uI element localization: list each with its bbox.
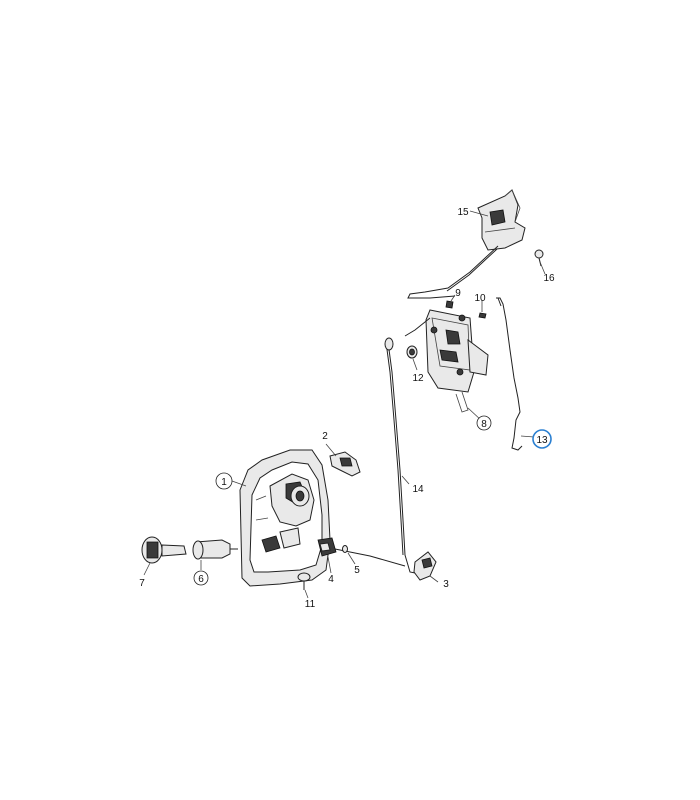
callout-6[interactable]: 6 bbox=[193, 570, 209, 586]
callout-13-label: 13 bbox=[536, 435, 548, 446]
callout-9-label: 9 bbox=[455, 288, 461, 299]
part-12-bushing bbox=[406, 345, 418, 359]
part-5-spring bbox=[342, 545, 348, 553]
part-11-bolt bbox=[297, 572, 311, 590]
callout-12-label: 12 bbox=[412, 373, 424, 384]
callout-1-label: 1 bbox=[221, 477, 227, 488]
part-16-screw bbox=[534, 249, 544, 267]
callout-16-label: 16 bbox=[543, 273, 555, 284]
leader-lines bbox=[143, 210, 546, 599]
callout-9[interactable]: 9 bbox=[455, 288, 461, 299]
callout-11-label: 11 bbox=[305, 599, 316, 610]
callout-15-label: 15 bbox=[457, 207, 469, 218]
callout-4[interactable]: 4 bbox=[328, 574, 334, 585]
callout-6-label: 6 bbox=[198, 574, 204, 585]
part-15-upper-bracket bbox=[477, 189, 526, 251]
callout-10-label: 10 bbox=[474, 293, 486, 304]
callout-5[interactable]: 5 bbox=[354, 565, 360, 576]
callout-2-label: 2 bbox=[322, 431, 328, 442]
part-6-lock-cylinder bbox=[192, 539, 238, 560]
part-2-lever bbox=[329, 451, 361, 477]
callout-7-label: 7 bbox=[139, 578, 145, 589]
callout-13[interactable]: 13 bbox=[532, 429, 552, 449]
callout-1[interactable]: 1 bbox=[215, 472, 233, 490]
callout-14-label: 14 bbox=[412, 484, 424, 495]
callout-3-label: 3 bbox=[443, 579, 449, 590]
callout-14[interactable]: 14 bbox=[412, 484, 424, 495]
callout-5-label: 5 bbox=[354, 565, 360, 576]
part-7-key bbox=[141, 536, 187, 564]
part-13-rod bbox=[496, 297, 523, 451]
callout-10[interactable]: 10 bbox=[474, 293, 486, 304]
callout-8[interactable]: 8 bbox=[476, 415, 492, 431]
rod-upper bbox=[407, 245, 499, 299]
part-3-lever bbox=[413, 551, 437, 581]
callout-8-label: 8 bbox=[481, 419, 487, 430]
part-4-cam bbox=[317, 537, 337, 557]
part-1-handle-housing bbox=[239, 449, 331, 587]
callout-3[interactable]: 3 bbox=[443, 579, 449, 590]
part-14-rod bbox=[387, 341, 421, 575]
callout-11[interactable]: 11 bbox=[305, 599, 316, 610]
part-9-clip bbox=[445, 300, 454, 309]
callout-12[interactable]: 12 bbox=[412, 373, 424, 384]
part-10-clip bbox=[478, 312, 487, 319]
part-latch-body bbox=[425, 309, 489, 413]
callout-15[interactable]: 15 bbox=[457, 207, 469, 218]
callout-4-label: 4 bbox=[328, 574, 334, 585]
callout-2[interactable]: 2 bbox=[322, 431, 328, 442]
callout-16[interactable]: 16 bbox=[543, 273, 555, 284]
callout-7[interactable]: 7 bbox=[139, 578, 145, 589]
callout-13-highlight-ring bbox=[532, 429, 552, 449]
